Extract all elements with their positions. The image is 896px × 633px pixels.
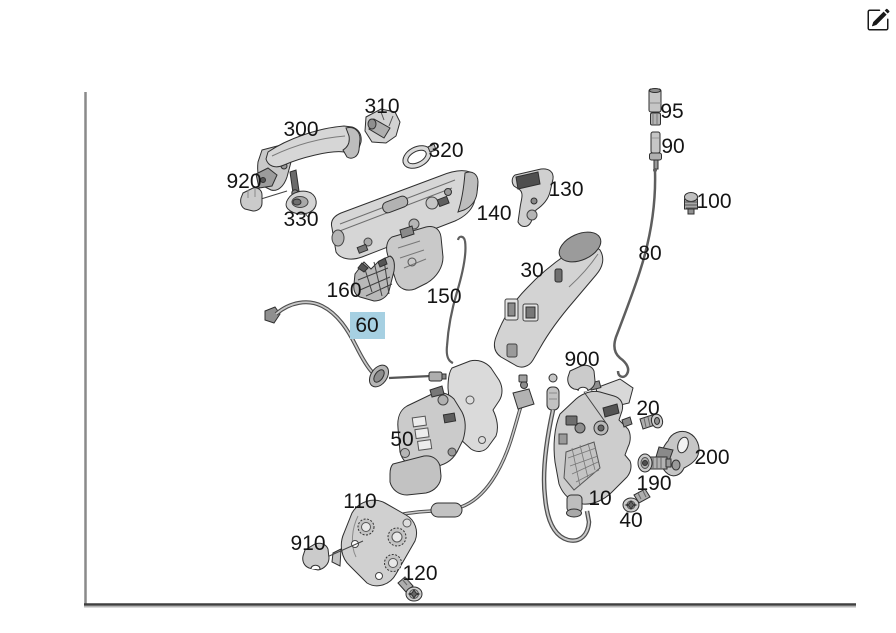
part-label-910[interactable]: 910: [290, 532, 325, 555]
part-160-bracket[interactable]: [353, 255, 395, 302]
part-110-cover-plate[interactable]: [331, 499, 418, 587]
part-label-120[interactable]: 120: [402, 562, 437, 585]
part-140-handle-carrier[interactable]: [331, 170, 479, 291]
edit-button[interactable]: [864, 6, 892, 34]
part-120-screw[interactable]: [397, 576, 423, 602]
callout-60-highlight: [350, 312, 385, 339]
part-label-100[interactable]: 100: [696, 190, 731, 213]
part-label-190[interactable]: 190: [636, 472, 671, 495]
part-910-clip[interactable]: [302, 540, 364, 571]
part-label-80[interactable]: 80: [638, 242, 661, 265]
part-label-200[interactable]: 200: [694, 446, 729, 469]
part-20-screw[interactable]: [639, 413, 664, 430]
part-label-20[interactable]: 20: [636, 397, 659, 420]
part-label-60-selected[interactable]: 60: [355, 314, 378, 337]
part-label-140[interactable]: 140: [476, 202, 511, 225]
part-label-900[interactable]: 900: [564, 348, 599, 371]
part-label-330[interactable]: 330: [283, 208, 318, 231]
part-label-95[interactable]: 95: [660, 100, 683, 123]
part-label-110[interactable]: 110: [343, 490, 376, 513]
part-320-gasket[interactable]: [399, 141, 437, 173]
part-130-bracket[interactable]: [511, 168, 554, 227]
part-label-310[interactable]: 310: [364, 95, 399, 118]
part-label-300[interactable]: 300: [283, 118, 318, 141]
part-label-320[interactable]: 320: [428, 139, 463, 162]
part-label-160[interactable]: 160: [326, 279, 361, 302]
part-95-pin[interactable]: [648, 88, 662, 126]
part-310-handle-bracket[interactable]: [364, 108, 401, 144]
part-330-handle-cover[interactable]: [285, 190, 317, 218]
part-label-150[interactable]: 150: [426, 285, 461, 308]
part-60-release-cable[interactable]: [264, 300, 447, 390]
part-30-trim-panel[interactable]: [493, 226, 605, 368]
part-190-screw[interactable]: [637, 453, 672, 473]
edit-icon: [867, 8, 890, 31]
part-label-30[interactable]: 30: [520, 259, 543, 282]
part-10-door-lock[interactable]: [541, 373, 634, 543]
part-80-rod[interactable]: [613, 168, 657, 379]
part-label-130[interactable]: 130: [548, 178, 583, 201]
part-900-clip[interactable]: [567, 364, 607, 424]
part-40-screw[interactable]: [622, 488, 651, 513]
part-920-clip[interactable]: [240, 187, 288, 212]
part-label-50[interactable]: 50: [390, 428, 413, 451]
part-label-40[interactable]: 40: [619, 509, 642, 532]
diagram-frame: [84, 92, 856, 608]
part-100-screw[interactable]: [684, 192, 698, 215]
part-label-10[interactable]: 10: [588, 487, 611, 510]
callout-labels: 300 310 320 920 330 140 130 95 90 100 80…: [226, 95, 731, 585]
part-50-cable-to-plate[interactable]: [362, 374, 535, 526]
part-label-90[interactable]: 90: [661, 135, 684, 158]
part-90-pin[interactable]: [649, 131, 662, 170]
part-50-lock-module[interactable]: [389, 359, 503, 496]
part-label-920[interactable]: 920: [226, 170, 261, 193]
part-150-rod[interactable]: [445, 235, 467, 365]
